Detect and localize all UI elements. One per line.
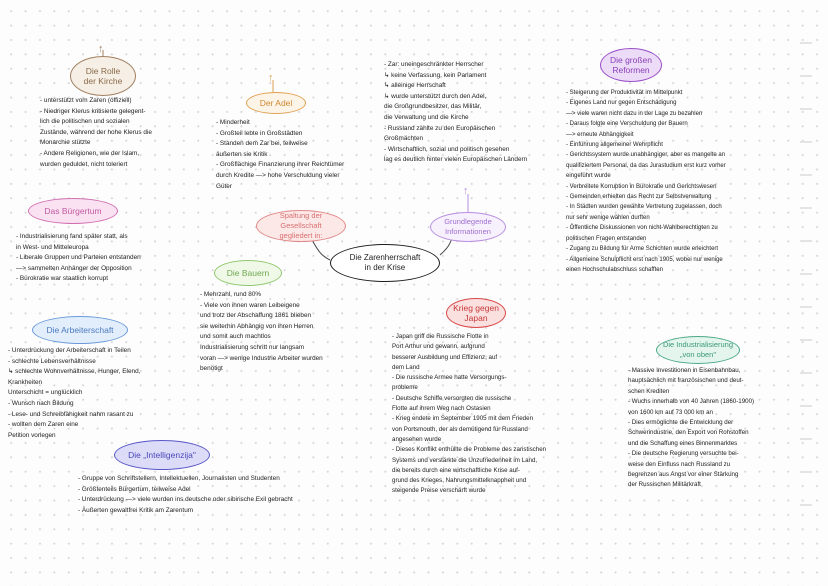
node-krieg-gegen-japan: Krieg gegen Japan <box>446 298 506 328</box>
margin-mark <box>800 471 812 473</box>
central-topic: Die Zarenherrschaft in der Krise <box>330 244 440 282</box>
text-grosse-reformen: - Steigerung der Produktivität im Mittel… <box>566 90 726 273</box>
text-kirche: - unterstützt vom Zaren (offiziell) - Ni… <box>40 97 152 168</box>
node-arbeiterschaft: Die Arbeiterschaft <box>32 316 128 344</box>
text-krieg-gegen-japan: - Japan griff die Russische Flotte in Po… <box>392 333 547 495</box>
text-grundlegende-informationen: - Zar: uneingeschränkter Herrscher ↳ kei… <box>384 61 528 164</box>
node-grosse-reformen: Die großen Reformen <box>600 48 662 82</box>
margin-mark <box>800 372 812 374</box>
margin-mark <box>800 207 812 209</box>
margin-mark <box>800 438 812 440</box>
margin-mark <box>800 504 812 506</box>
node-spaltung-gesellschaft: Spaltung der Gesellschaft gegliedert in: <box>256 210 346 242</box>
node-intelligenzija: Die „Intelligenzija" <box>114 440 210 470</box>
arrow-up-icon: ↑ <box>463 185 469 197</box>
node-buergertum: Das Bürgertum <box>28 198 118 224</box>
node-adel: Der Adel <box>246 92 306 114</box>
margin-mark <box>800 141 812 143</box>
text-industrialisierung: - Massive Investitionen in Eisenbahnbau,… <box>628 367 755 489</box>
margin-mark <box>800 306 812 308</box>
node-industrialisierung: Die Industrialisierung „von oben" <box>656 336 740 364</box>
text-arbeiterschaft: - Unterdrückung der Arbeiterschaft in Te… <box>8 347 141 439</box>
margin-mark <box>800 405 812 407</box>
text-adel: - Minderheit - Großteil lebte in Großstä… <box>216 119 345 190</box>
arrow-up-icon: ↑ <box>98 43 104 55</box>
node-bauern: Die Bauern <box>214 260 282 286</box>
margin-mark <box>800 108 812 110</box>
text-bauern: - Mehrzahl, rund 80% - Viele von ihnen w… <box>200 291 323 373</box>
margin-mark <box>800 174 812 176</box>
margin-mark <box>800 339 812 341</box>
text-buergertum: - Industrialisierung fand später statt, … <box>16 233 141 283</box>
node-kirche: Die Rolle der Kirche <box>70 56 136 96</box>
arrow-up-icon: ↑ <box>268 72 274 84</box>
margin-mark <box>800 75 812 77</box>
node-grundlegende-informationen: Grundlegende Informationen <box>430 212 506 242</box>
margin-mark <box>800 273 812 275</box>
margin-mark <box>800 42 812 44</box>
margin-mark <box>800 240 812 242</box>
text-intelligenzija: - Gruppe von Schriftstellern, Intellektu… <box>78 475 293 514</box>
